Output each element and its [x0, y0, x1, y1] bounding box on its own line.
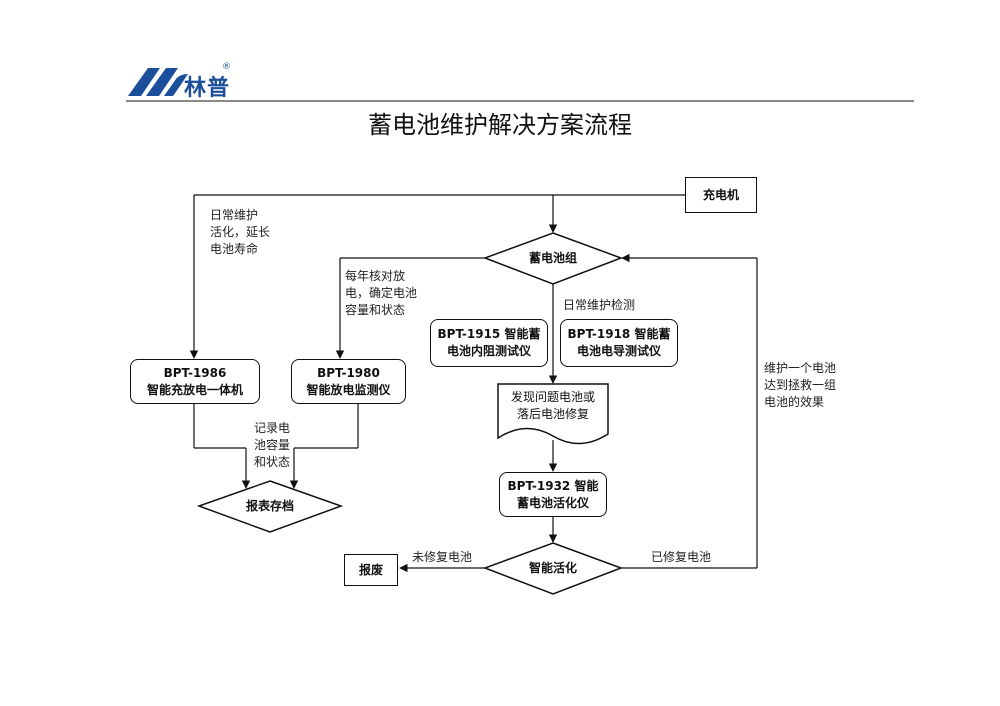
connectors	[189, 194, 758, 573]
node-report-archive: 报表存档	[245, 498, 294, 513]
logo-brand-text: 林普	[184, 76, 231, 101]
label-repaired: 已修复电池	[651, 550, 712, 564]
page-title: 蓄电池维护解决方案流程	[368, 111, 632, 139]
node-charger: 充电机	[685, 177, 757, 213]
node-scrap: 报废	[344, 554, 398, 586]
find-repair-shape	[497, 383, 609, 445]
label-annual-discharge: 每年核对放 电，确定电池 容量和状态	[345, 269, 418, 317]
node-bpt1932: BPT-1932 智能 蓄电池活化仪	[499, 472, 607, 517]
node-battery-group: 蓄电池组	[528, 250, 577, 265]
registered-mark: ®	[222, 62, 231, 72]
node-smart-activate: 智能活化	[528, 560, 577, 575]
node-bpt1918: BPT-1918 智能蓄 电池电导测试仪	[560, 319, 678, 367]
label-daily-check: 日常维护检测	[563, 298, 636, 312]
smart-activate-diamond	[482, 542, 624, 595]
node-bpt1986: BPT-1986 智能充放电一体机	[130, 359, 260, 404]
logo-mark	[128, 68, 188, 96]
node-bpt1915: BPT-1915 智能蓄 电池内阻测试仪	[430, 319, 548, 367]
label-daily-activate: 日常维护 活化，延长 电池寿命	[210, 208, 271, 256]
label-record-capacity: 记录电 池容量 和状态	[254, 421, 291, 469]
node-find-repair: 发现问题电池或 落后电池修复	[510, 390, 595, 421]
report-archive-diamond	[196, 480, 344, 533]
label-rescue-effect: 维护一个电池 达到拯救一组 电池的效果	[764, 361, 837, 409]
node-bpt1980: BPT-1980 智能放电监测仪	[291, 359, 406, 404]
label-not-repaired: 未修复电池	[412, 550, 473, 564]
